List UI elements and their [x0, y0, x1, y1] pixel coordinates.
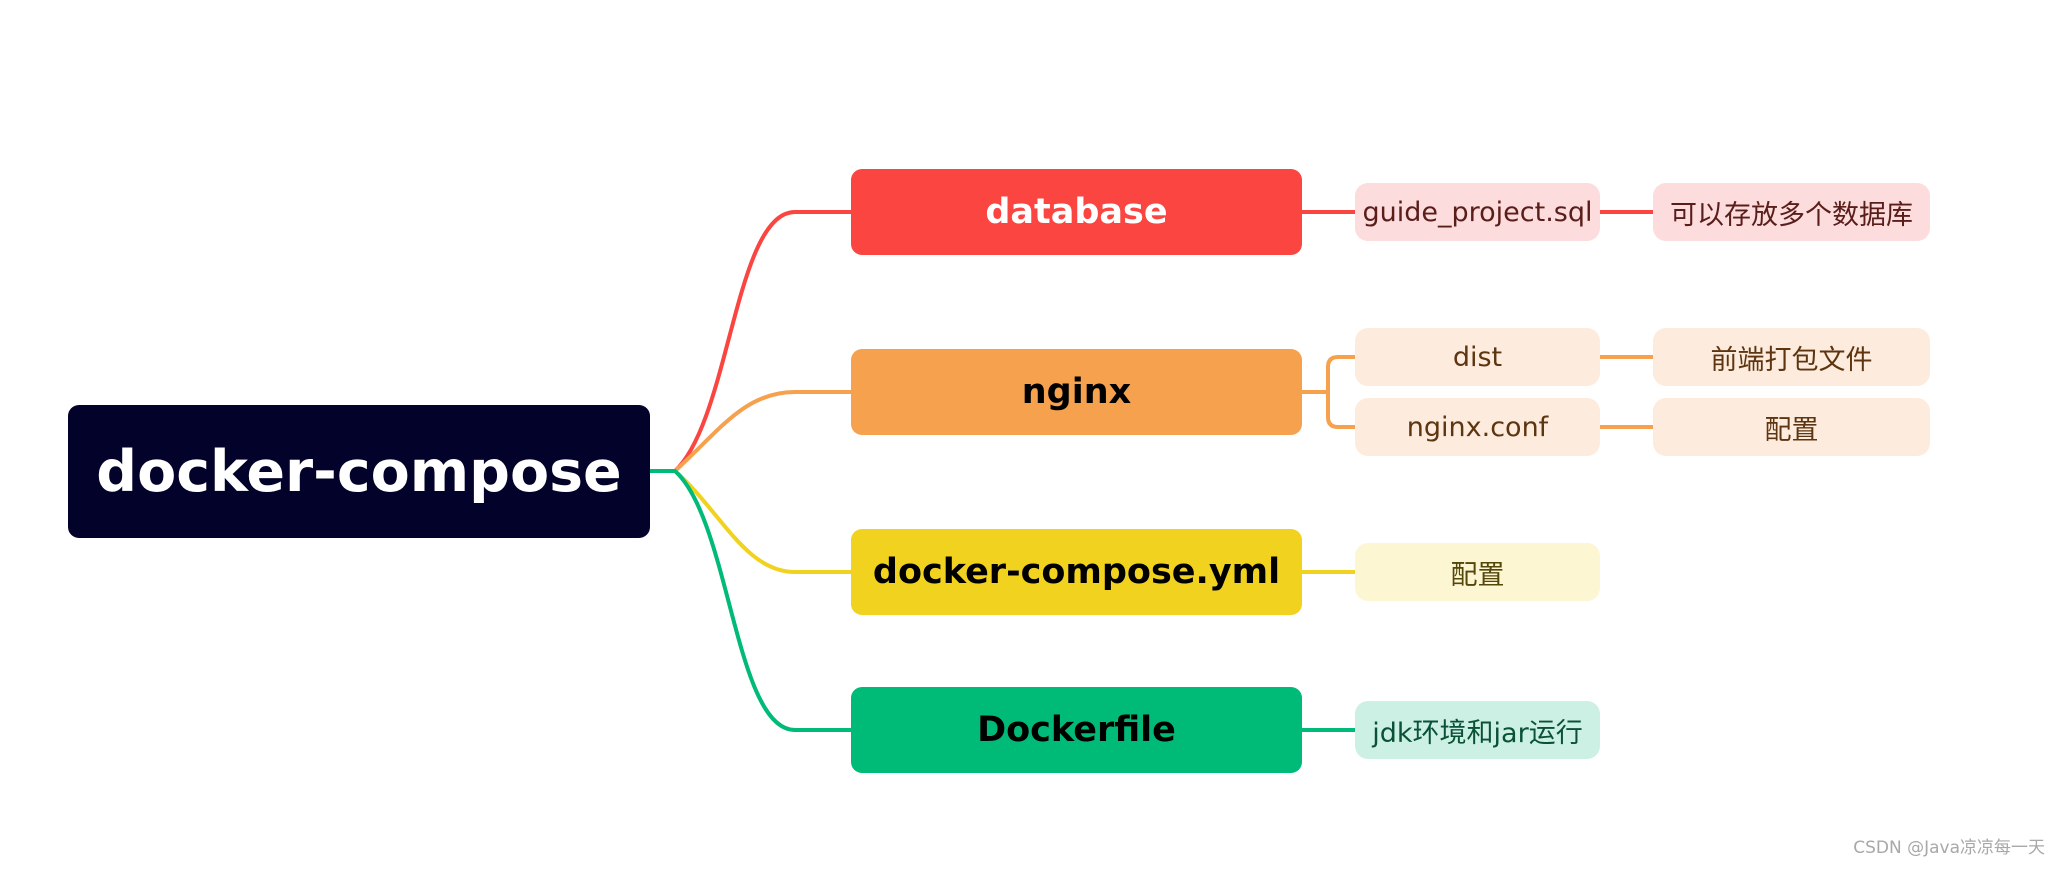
leaf-nginx-conf-note[interactable]: 配置	[1653, 398, 1930, 456]
connector-root-compose	[673, 469, 851, 574]
branch-database[interactable]: database	[851, 169, 1302, 255]
connector-root-dockerfile	[650, 469, 851, 732]
leaf-dist[interactable]: dist	[1355, 328, 1600, 386]
leaf-guide-project-sql[interactable]: guide_project.sql	[1355, 183, 1600, 241]
branch-nginx[interactable]: nginx	[851, 349, 1302, 435]
leaf-nginx-conf[interactable]: nginx.conf	[1355, 398, 1600, 456]
leaf-dist-note[interactable]: 前端打包文件	[1653, 328, 1930, 386]
connector-root-nginx	[673, 390, 851, 473]
branch-docker-compose-yml[interactable]: docker-compose.yml	[851, 529, 1302, 615]
leaf-compose-config[interactable]: 配置	[1355, 543, 1600, 601]
leaf-jdk-jar-runtime[interactable]: jdk环境和jar运行	[1355, 701, 1600, 759]
connector-root-database	[650, 210, 851, 473]
watermark: CSDN @Java凉凉每一天	[1853, 838, 2045, 858]
branch-dockerfile[interactable]: Dockerfile	[851, 687, 1302, 773]
root-node[interactable]: docker-compose	[68, 405, 650, 538]
leaf-database-note[interactable]: 可以存放多个数据库	[1653, 183, 1930, 241]
connector-nginx-bracket	[1302, 355, 1355, 429]
